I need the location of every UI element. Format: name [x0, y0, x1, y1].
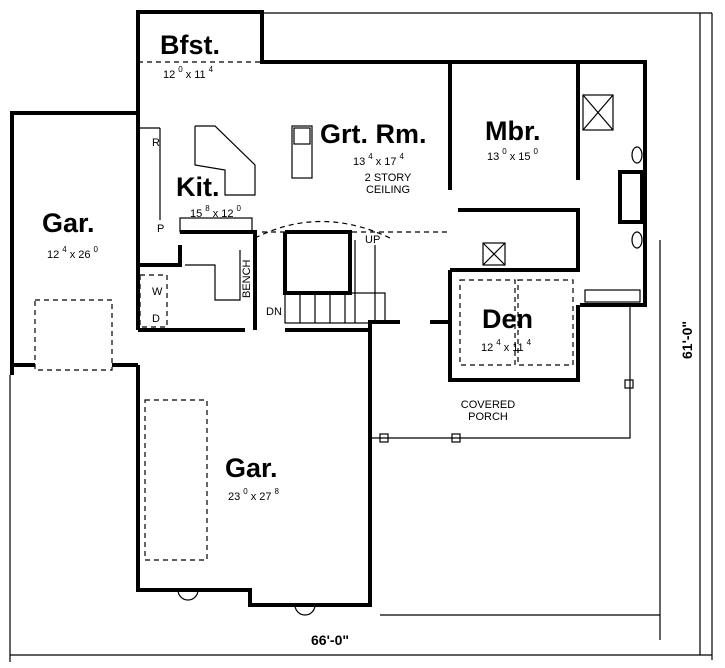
covered-porch — [370, 305, 634, 443]
room-note: 2 STORY — [365, 172, 412, 184]
room-note: CEILING — [366, 184, 410, 196]
main-garage-walls — [136, 330, 372, 616]
porch-label: COVERED — [461, 399, 515, 411]
room-name: Bfst. — [160, 30, 220, 60]
side-garage-walls — [10, 111, 138, 375]
washer-label: W — [152, 286, 163, 298]
room-name: Grt. Rm. — [320, 119, 427, 149]
pantry-label: P — [157, 223, 164, 235]
dryer-label: D — [152, 313, 160, 325]
overall-depth: 61'-0" — [679, 321, 695, 359]
room-name: Kit. — [176, 172, 220, 202]
stairs — [284, 240, 386, 324]
stairs-down-label: DN — [266, 306, 282, 318]
refrigerator-label: R — [152, 137, 160, 149]
bench-label: BENCH — [241, 259, 253, 298]
room-name: Mbr. — [485, 116, 541, 146]
room-name: Gar. — [42, 208, 95, 238]
master-bath — [459, 94, 644, 366]
room-name: Den — [482, 304, 533, 334]
dimension-lines — [9, 12, 713, 662]
stairs-up-label: UP — [365, 234, 380, 246]
overall-width: 66'-0" — [311, 632, 349, 648]
room-name: Gar. — [225, 453, 278, 483]
porch-label: PORCH — [468, 411, 508, 423]
